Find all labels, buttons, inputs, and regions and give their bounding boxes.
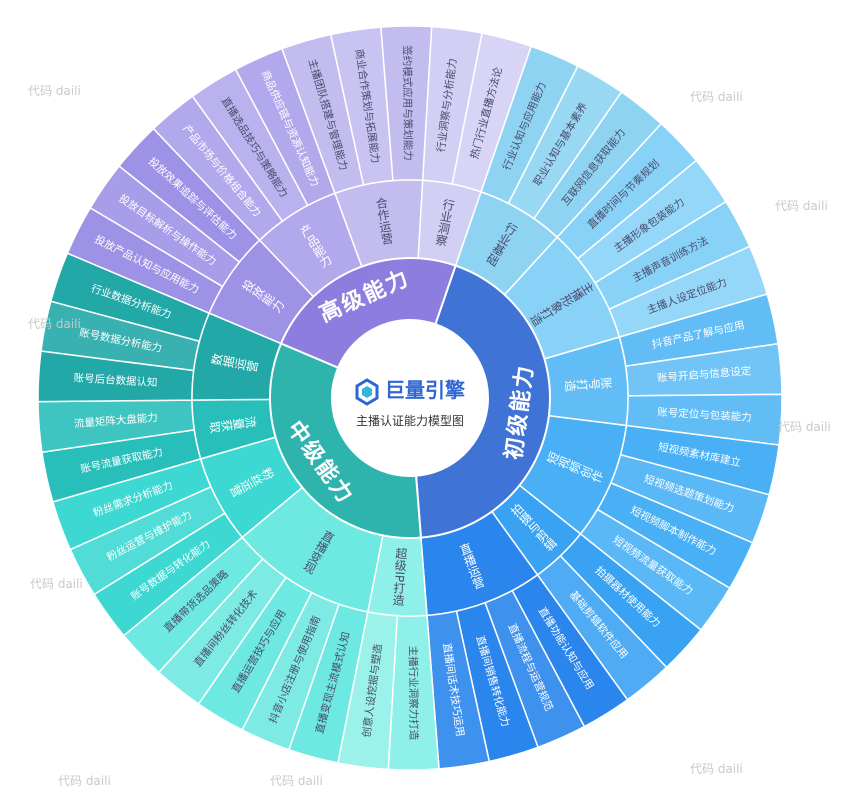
logo-icon	[355, 378, 379, 406]
watermark: 代码 daili	[30, 577, 83, 591]
watermark: 代码 daili	[775, 199, 828, 213]
watermark: 代码 daili	[690, 90, 743, 104]
skill-item-label: 签约模式应用与策划能力	[401, 45, 415, 161]
category-label: 超级IP打造	[391, 546, 408, 607]
skill-item-label: 账号后台数据认知	[73, 371, 158, 389]
watermark: 代码 daili	[690, 762, 743, 776]
center-subtitle: 主播认证能力模型图	[356, 414, 464, 428]
center-circle	[332, 320, 488, 476]
skill-item-label: 账号定位与包装能力	[657, 405, 752, 423]
watermark: 代码 daili	[270, 774, 323, 788]
center-badge: 巨量引擎 主播认证能力模型图	[332, 320, 488, 476]
skill-item-label: 主播行业洞察力打造	[406, 646, 420, 741]
category-label: 流量获取	[208, 414, 258, 435]
category-label: 账号打造	[564, 375, 613, 393]
watermark: 代码 daili	[28, 84, 81, 98]
skill-items-ring: 行业认知与应用能力职业认知与基本素养互联网信息获取能力直播时间与节奏规划主播形象…	[37, 25, 783, 771]
watermark: 代码 daili	[58, 774, 111, 788]
watermark: 代码 daili	[778, 420, 831, 434]
watermark: 代码 daili	[28, 317, 81, 331]
logo-text: 巨量引擎	[385, 378, 465, 402]
